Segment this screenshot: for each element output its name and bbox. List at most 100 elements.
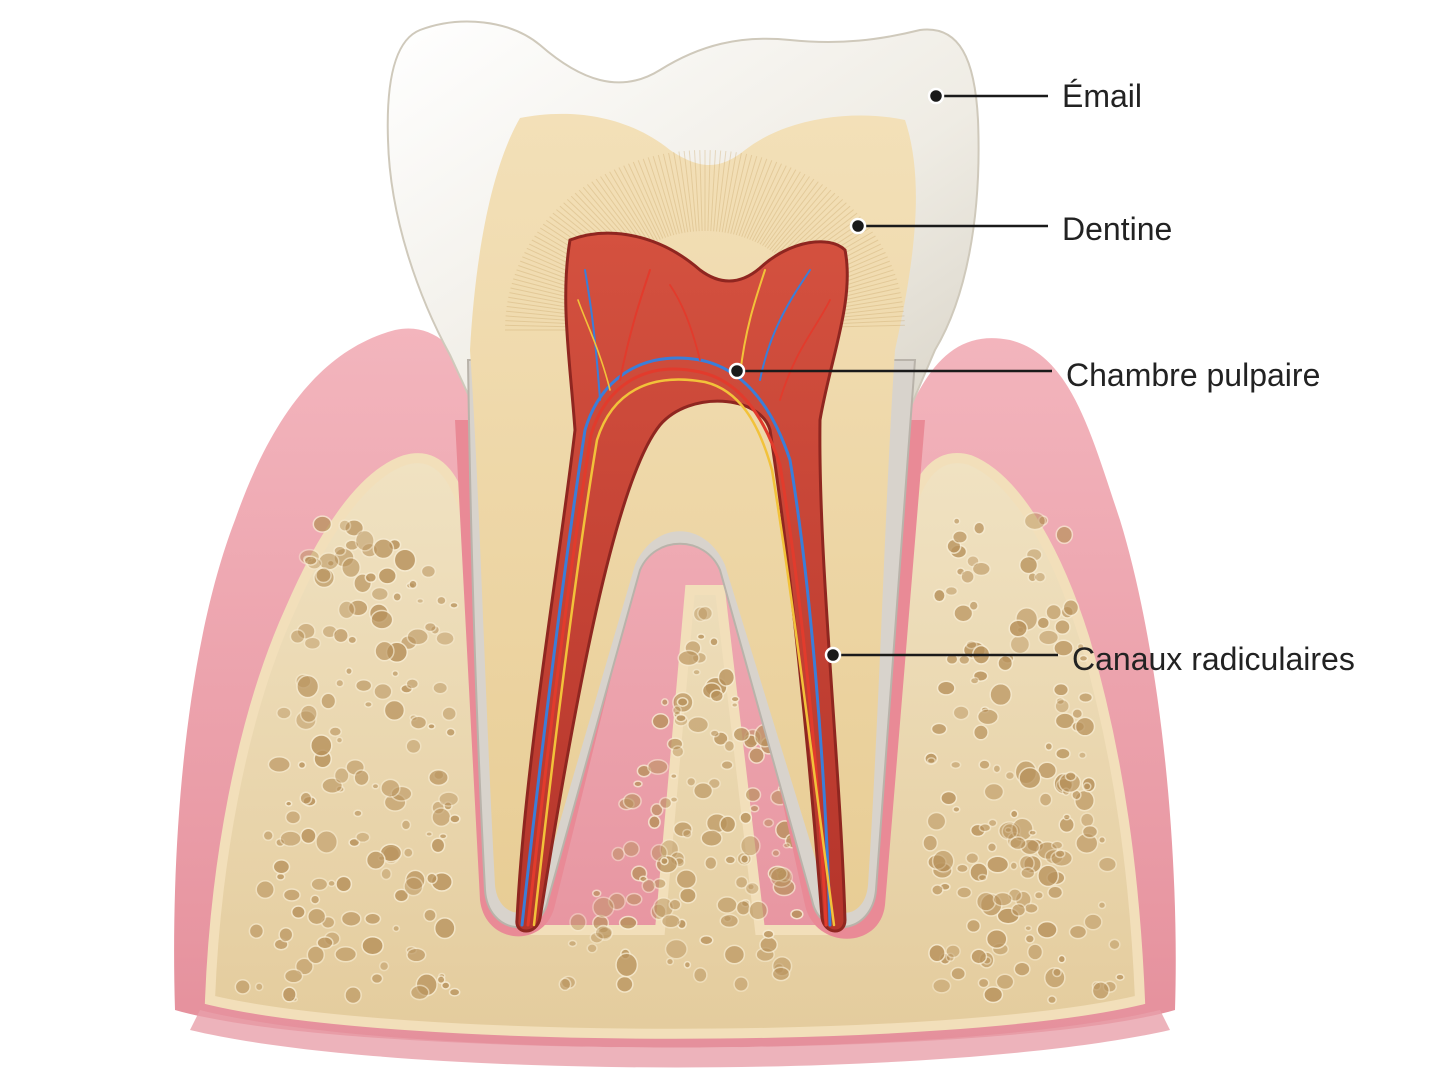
bone-pore: [732, 726, 751, 743]
artery-vessel: [779, 299, 831, 401]
dentin-tubule: [707, 150, 711, 232]
bone-pore: [762, 929, 775, 939]
bone-pore: [709, 729, 720, 738]
bone-pore: [696, 633, 706, 641]
bone-pore: [651, 713, 670, 730]
bone-pore: [622, 792, 642, 810]
bone-pore: [1009, 634, 1031, 655]
bone-pore: [309, 894, 321, 905]
dentin-tubule: [773, 189, 832, 254]
bone-pore: [1091, 981, 1110, 1001]
bone-pore: [316, 936, 334, 950]
bone-pore: [361, 935, 384, 956]
bone-pore: [393, 548, 417, 572]
bone-pore: [380, 778, 401, 798]
bone-pore: [332, 627, 349, 644]
bone-pore: [692, 967, 708, 983]
dentin-tubule: [623, 165, 661, 240]
bone-pore: [953, 604, 974, 623]
dentin-tubule: [751, 167, 792, 241]
bone-pore: [1037, 629, 1060, 646]
bone-pore: [371, 782, 380, 790]
dentin-tubule: [776, 192, 836, 256]
bone-pore: [449, 601, 459, 609]
bone-pore: [936, 680, 956, 696]
bone-pore: [1054, 849, 1066, 859]
dentin-tubule: [733, 155, 758, 235]
dentin-tubule: [730, 154, 753, 234]
bone-pore: [392, 591, 403, 602]
dentin-tubule: [727, 153, 748, 234]
bone-pore: [299, 791, 313, 806]
bone-pore: [1078, 654, 1089, 663]
dentin-tubule: [754, 169, 797, 243]
bone-pore: [686, 776, 697, 787]
bone-pore: [333, 767, 350, 785]
bone-pore: [1023, 902, 1039, 914]
pulp-chamber-leader-dot: [728, 362, 746, 380]
dentin-tubule: [710, 150, 716, 232]
bone-pore: [671, 745, 685, 758]
bone-pore: [408, 579, 418, 590]
bone-pore: [1018, 766, 1042, 790]
bone-pore: [748, 900, 769, 921]
bone-pore: [716, 896, 738, 914]
bone-pore: [749, 804, 760, 813]
bone-pore: [404, 869, 426, 891]
bone-pore: [1001, 822, 1019, 840]
bone-pore: [611, 846, 626, 862]
bone-pore: [315, 829, 339, 854]
bone-pore: [678, 887, 697, 904]
bone-pore: [699, 934, 714, 946]
bone-pore: [420, 564, 437, 579]
bone-pore: [985, 928, 1008, 950]
bone-pore: [733, 976, 749, 993]
bone-pore: [735, 899, 751, 916]
bone-pore: [978, 759, 991, 771]
bone-pore: [363, 700, 373, 708]
gum-lower-edge: [190, 1010, 1170, 1068]
bone-pore: [276, 706, 292, 720]
bone-pore: [438, 791, 460, 807]
bone-pore: [666, 737, 684, 751]
bone-pore: [931, 849, 955, 873]
bone-pore: [952, 705, 970, 721]
bone-pore: [1036, 616, 1051, 630]
bone-pore: [950, 760, 962, 770]
bone-pore: [372, 538, 395, 560]
bone-pore: [370, 586, 389, 602]
bone-pore: [354, 678, 373, 693]
label-root-canals: Canaux radiculaires: [1072, 641, 1355, 677]
bone-pore: [312, 515, 333, 533]
bone-pore: [281, 986, 297, 1003]
bone-pore: [986, 842, 998, 853]
bone-pore: [944, 585, 959, 597]
bone-pore: [234, 979, 251, 995]
bone-pore: [1108, 938, 1121, 951]
bone-pore: [790, 908, 804, 920]
bone-pore: [932, 588, 946, 603]
bone-pore: [443, 801, 453, 811]
bone-pore: [327, 879, 336, 888]
bone-pore: [306, 945, 326, 965]
bone-pore: [344, 986, 362, 1005]
label-pulp-chamber: Chambre pulpaire: [1066, 357, 1320, 393]
bone-pore: [618, 915, 638, 930]
bone-pore: [1074, 716, 1096, 737]
bone-pore: [724, 855, 737, 865]
bone-pore: [744, 881, 760, 896]
bone-pore: [739, 854, 750, 865]
dentin-tubule: [735, 157, 763, 236]
bone-pore: [989, 683, 1013, 707]
bone-pore: [596, 926, 613, 941]
bone-pore: [1020, 866, 1036, 880]
dentin-tubule: [769, 184, 823, 251]
bone-pore: [730, 701, 739, 709]
bone-pore: [676, 697, 689, 707]
bone-pore: [759, 936, 779, 954]
bone-pore: [1037, 864, 1060, 888]
bone-pore: [354, 529, 375, 552]
bone-pore: [283, 968, 304, 984]
bone-pore: [427, 723, 436, 730]
bone-pore: [782, 842, 791, 849]
